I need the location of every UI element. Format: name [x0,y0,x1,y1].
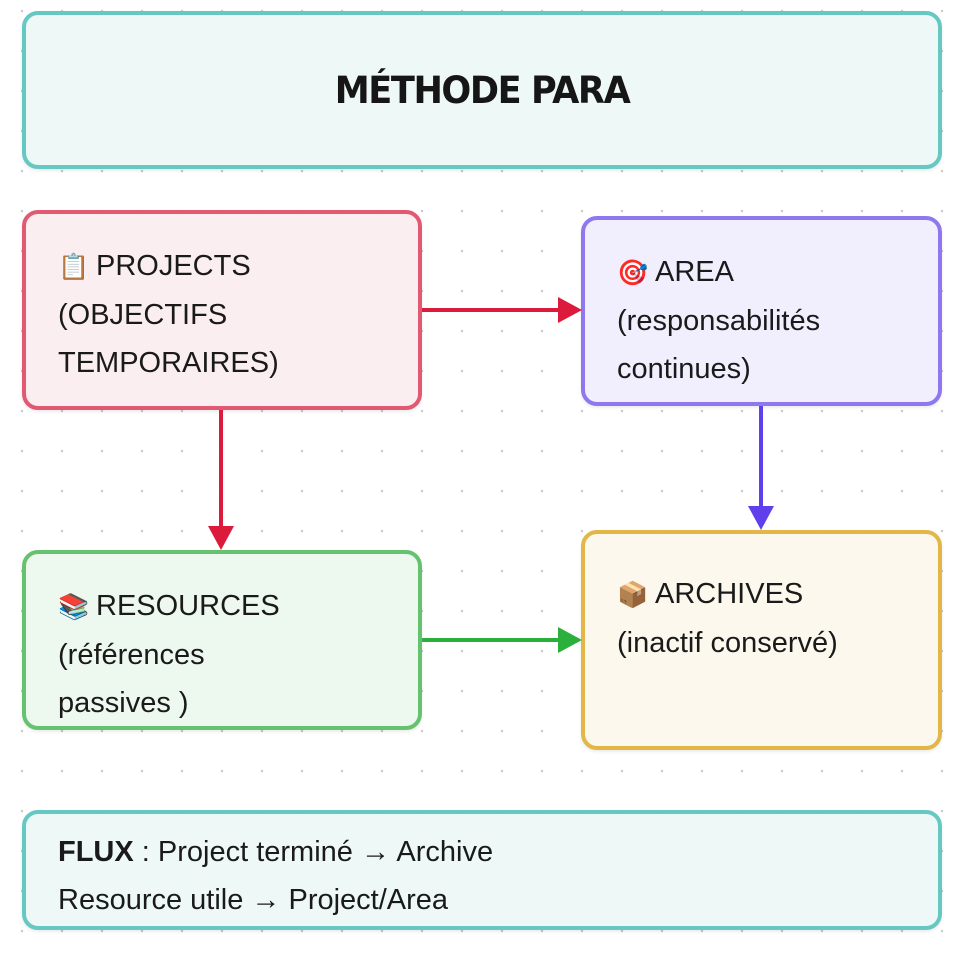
title-box[interactable]: MÉTHODE PARA [22,11,942,169]
clipboard-icon: 📋 [58,253,90,281]
arrowhead-area-to-archives [748,506,774,530]
node-area-title: AREA [655,256,734,288]
arrowhead-projects-to-area [558,297,582,323]
node-projects-desc-2: TEMPORAIRES) [58,347,279,379]
node-archives-heading: 📦ARCHIVES [617,570,938,619]
node-area-heading: 🎯AREA [617,248,938,297]
node-area-desc-2: continues) [617,353,751,385]
books-icon: 📚 [58,593,90,621]
node-projects[interactable]: 📋PROJECTS (OBJECTIFS TEMPORAIRES) [22,210,422,410]
diagram-title: MÉTHODE PARA [334,68,631,112]
node-projects-title: PROJECTS [96,250,251,282]
flux-note-box[interactable]: FLUX : Project terminé → Archive Resourc… [22,810,942,930]
node-resources-title: RESOURCES [96,590,280,622]
node-resources[interactable]: 📚RESOURCES (références passives ) [22,550,422,730]
flux-separator: : [133,836,158,868]
flux-label: FLUX [58,836,134,868]
flux-text-1: Project terminé → Archive [157,836,494,868]
flux-line-1: FLUX : Project terminé → Archive [58,828,938,876]
package-icon: 📦 [617,581,649,609]
target-icon: 🎯 [617,259,649,287]
node-resources-heading: 📚RESOURCES [58,582,418,631]
node-area[interactable]: 🎯AREA (responsabilités continues) [581,216,942,406]
node-archives-desc-1: (inactif conservé) [617,627,838,659]
node-projects-heading: 📋PROJECTS [58,242,418,291]
node-projects-desc-1: (OBJECTIFS [58,299,228,331]
node-archives[interactable]: 📦ARCHIVES (inactif conservé) [581,530,942,750]
node-resources-desc-2: passives ) [58,687,189,719]
flux-line-2: Resource utile → Project/Area [58,884,449,916]
node-area-desc-1: (responsabilités [617,305,821,337]
arrowhead-projects-to-resources [208,526,234,550]
node-archives-title: ARCHIVES [655,578,804,610]
node-resources-desc-1: (références [58,639,205,671]
arrowhead-resources-to-archives [558,627,582,653]
